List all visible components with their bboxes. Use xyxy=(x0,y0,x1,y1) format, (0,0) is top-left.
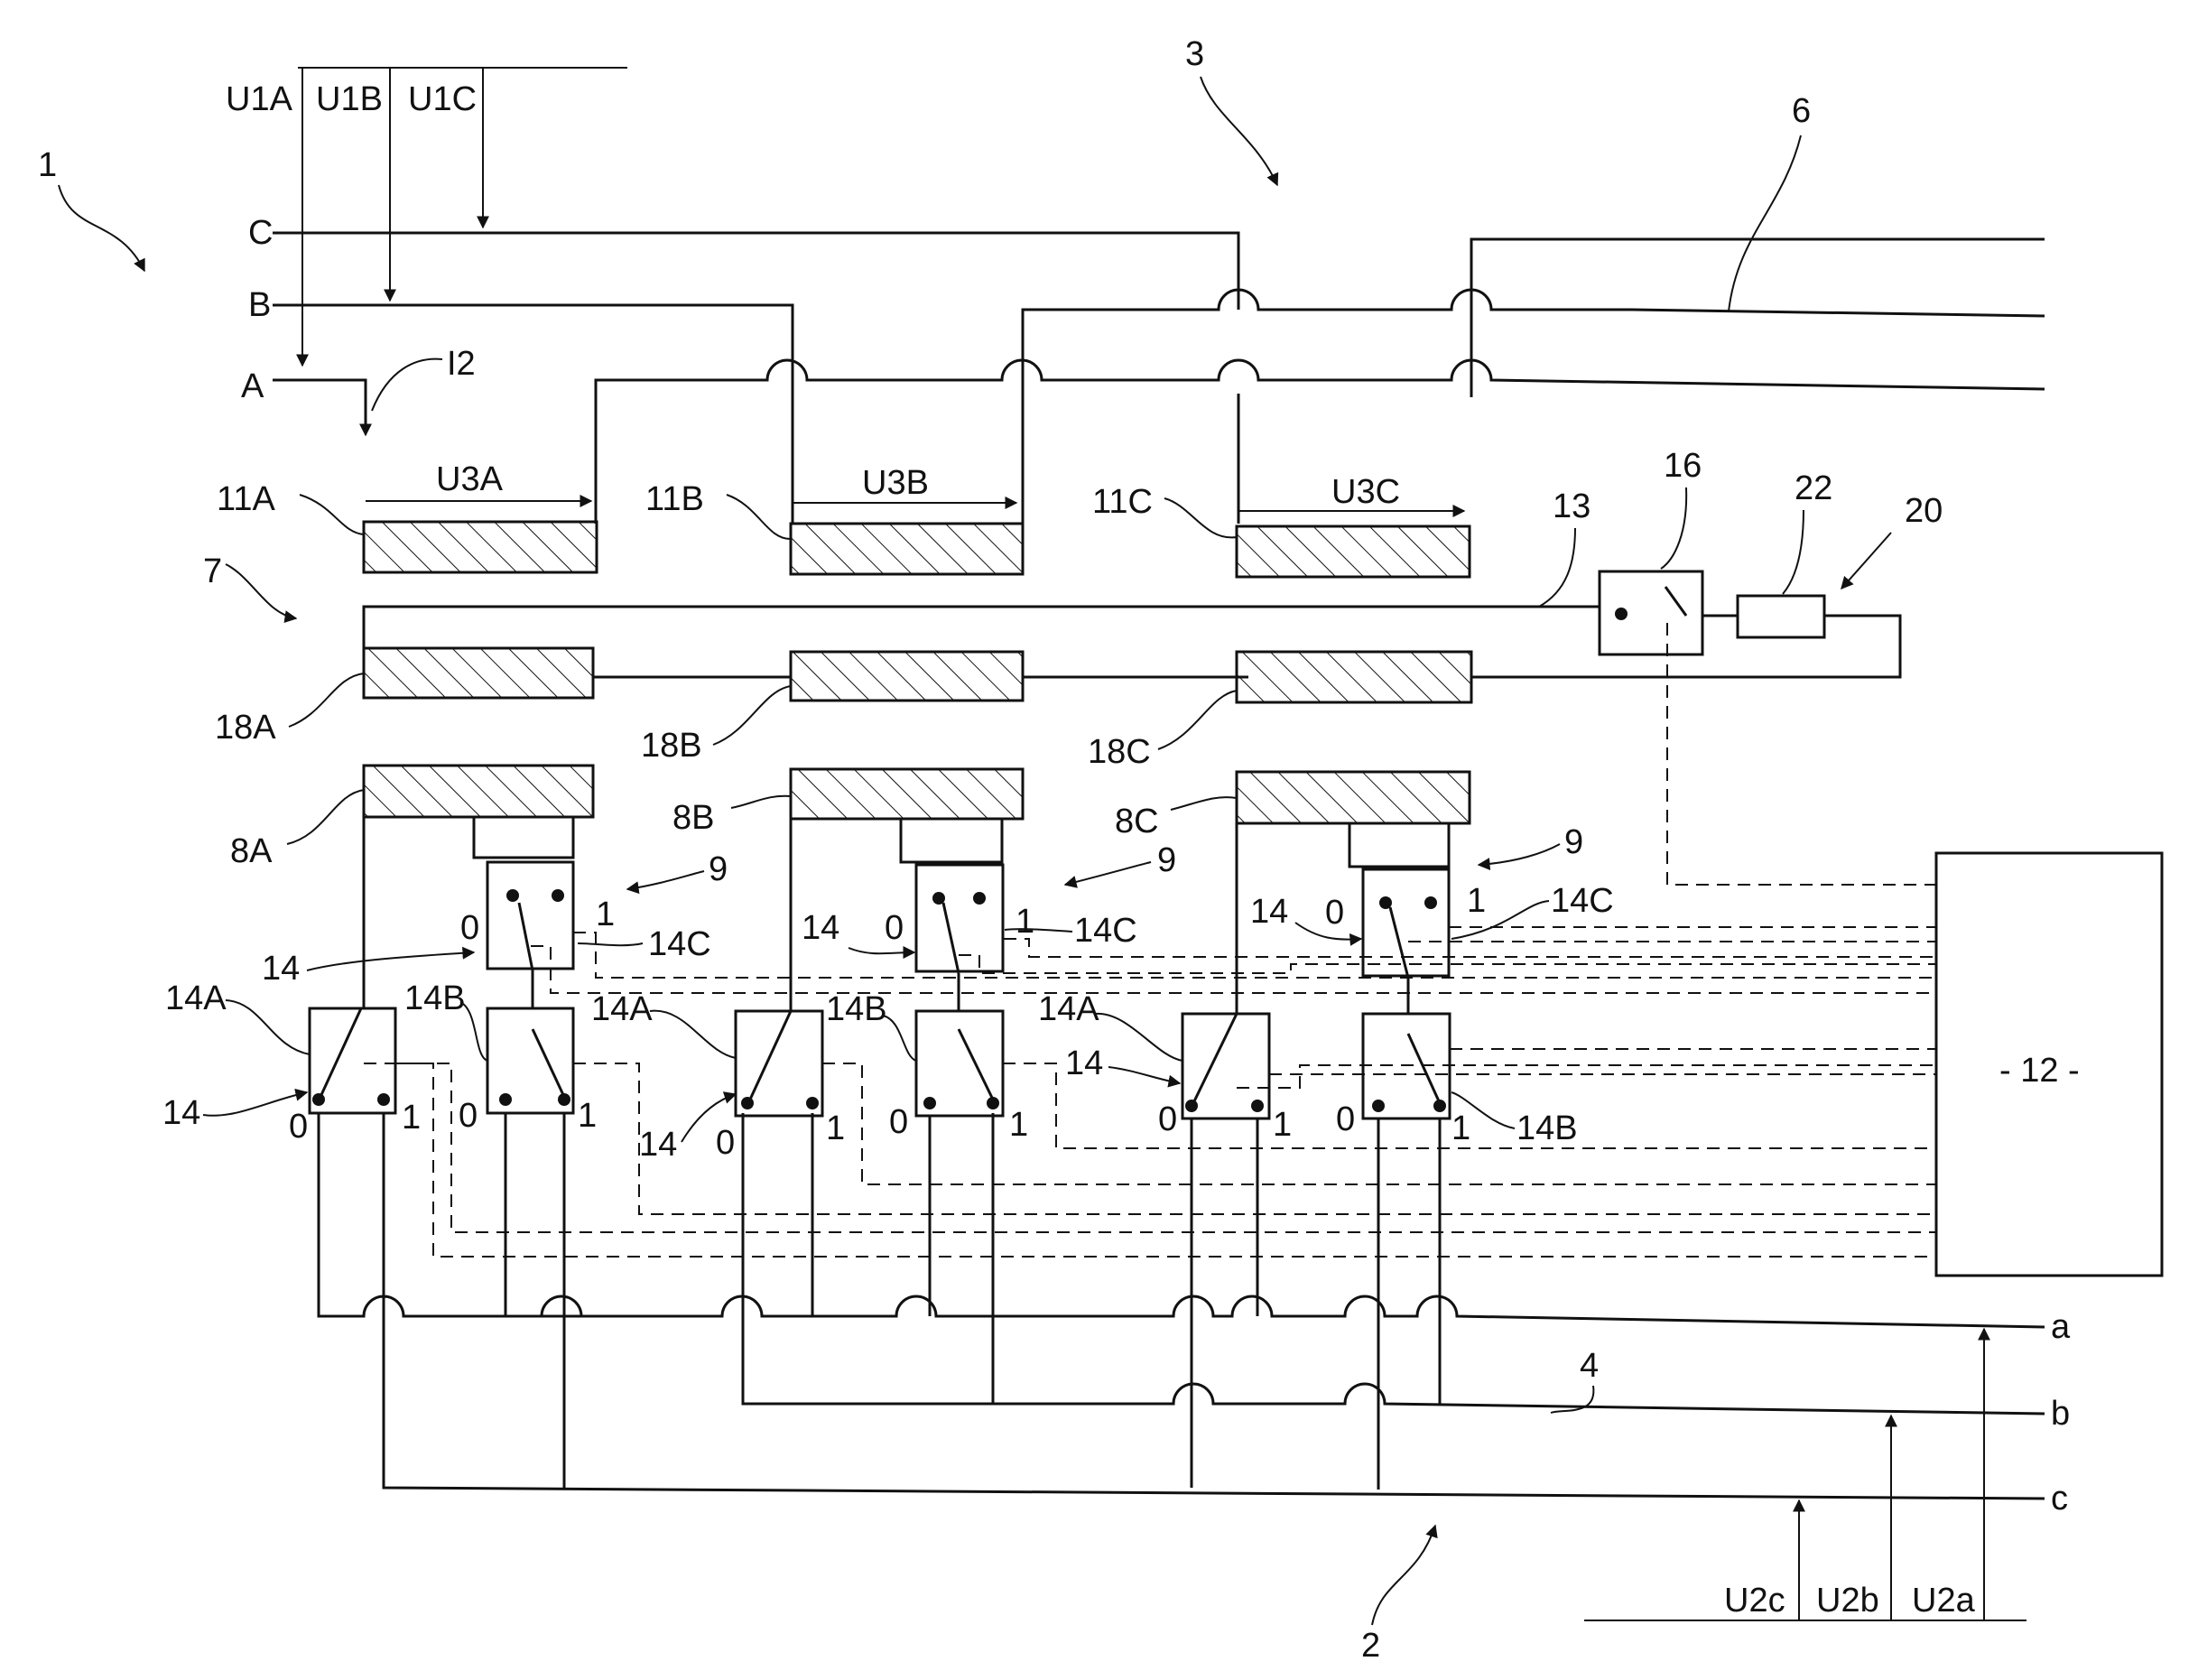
label-14-a2: 14 xyxy=(162,1094,200,1132)
label-1: 1 xyxy=(38,146,57,184)
label-0-b2: 0 xyxy=(716,1124,735,1162)
label-13: 13 xyxy=(1553,487,1591,525)
winding-8a xyxy=(364,766,593,817)
label-9-c: 9 xyxy=(1564,823,1583,861)
winding-label-8a: 8A xyxy=(230,832,273,870)
label-2: 2 xyxy=(1361,1627,1380,1665)
winding-11a xyxy=(364,501,597,572)
control-lines xyxy=(364,623,1936,1257)
label-9-a: 9 xyxy=(709,850,728,888)
label-0-a3: 0 xyxy=(459,1097,478,1135)
label-1-a2: 1 xyxy=(402,1099,421,1137)
voltage-label-u2c: U2c xyxy=(1724,1582,1785,1620)
label-14-c2: 14 xyxy=(1065,1044,1103,1082)
label-4: 4 xyxy=(1580,1347,1599,1385)
secondary-voltage-bus xyxy=(1584,1329,2026,1620)
label-1-c1: 1 xyxy=(1467,882,1486,920)
label-0-b1: 0 xyxy=(885,909,904,947)
label-0-b3: 0 xyxy=(889,1103,908,1141)
label-14c-a: 14C xyxy=(648,925,711,963)
element-22 xyxy=(1738,596,1824,637)
label-0-a2: 0 xyxy=(289,1108,308,1146)
core-label-18a: 18A xyxy=(215,709,276,747)
label-0-a1: 0 xyxy=(460,909,479,947)
label-14-a1: 14 xyxy=(262,950,300,988)
label-14a-c: 14A xyxy=(1038,990,1099,1028)
voltage-label-u1c: U1C xyxy=(408,80,477,118)
voltage-label-u2b: U2b xyxy=(1816,1582,1879,1620)
winding-label-8c: 8C xyxy=(1115,803,1159,840)
label-1-c3: 1 xyxy=(1451,1109,1470,1147)
label-14a-a: 14A xyxy=(165,979,227,1017)
winding-label-11a: 11A xyxy=(217,480,275,518)
label-1-b2: 1 xyxy=(826,1109,845,1147)
label-14c-c: 14C xyxy=(1551,882,1614,920)
voltage-label-u3c: U3C xyxy=(1331,473,1400,511)
winding-11c xyxy=(1237,511,1470,577)
label-1-b3: 1 xyxy=(1009,1106,1028,1144)
winding-11b xyxy=(791,503,1023,574)
core-label-18c: 18C xyxy=(1088,733,1151,771)
label-14b-c: 14B xyxy=(1516,1109,1578,1147)
label-14c-b: 14C xyxy=(1074,912,1137,950)
label-0-c3: 0 xyxy=(1336,1100,1355,1138)
phase-label-b-secondary: b xyxy=(2051,1395,2070,1433)
voltage-label-u3b: U3B xyxy=(862,464,929,502)
current-label: I2 xyxy=(447,345,476,383)
voltage-label-u2a: U2a xyxy=(1912,1582,1976,1620)
winding-8b xyxy=(791,769,1023,819)
label-14-b2: 14 xyxy=(639,1126,677,1164)
label-3: 3 xyxy=(1185,35,1204,73)
label-16: 16 xyxy=(1664,447,1702,485)
label-14b-a: 14B xyxy=(404,979,466,1017)
label-1-b1: 1 xyxy=(1016,903,1034,941)
core-label-18b: 18B xyxy=(641,727,702,765)
label-14b-b: 14B xyxy=(826,990,887,1028)
module-a-switches xyxy=(310,817,593,1113)
secondary-network-lines xyxy=(319,1113,2045,1499)
winding-label-8b: 8B xyxy=(672,799,714,837)
phase-label-a-secondary: a xyxy=(2051,1308,2071,1346)
label-1-a3: 1 xyxy=(578,1097,597,1135)
module-b-switches xyxy=(736,819,1003,1116)
label-7: 7 xyxy=(203,552,222,590)
primary-network-lines xyxy=(273,233,2045,524)
switch-16 xyxy=(1600,571,1702,654)
winding-label-11c: 11C xyxy=(1092,483,1153,521)
label-14-b1: 14 xyxy=(802,909,839,947)
voltage-label-u3a: U3A xyxy=(436,460,504,498)
winding-8c xyxy=(1237,772,1470,823)
phase-label-a: A xyxy=(241,367,264,405)
label-14a-b: 14A xyxy=(591,990,653,1028)
winding-label-11b: 11B xyxy=(645,480,704,518)
label-0-c1: 0 xyxy=(1325,894,1344,932)
voltage-label-u1b: U1B xyxy=(316,80,383,118)
phase-label-b: B xyxy=(248,286,271,324)
label-9-b: 9 xyxy=(1157,841,1176,879)
voltage-label-u1a: U1A xyxy=(226,80,293,118)
phase-label-c-secondary: c xyxy=(2051,1480,2068,1518)
label-14-c1: 14 xyxy=(1250,893,1288,931)
label-1-c2: 1 xyxy=(1273,1106,1292,1144)
label-6: 6 xyxy=(1792,92,1811,130)
label-0-c2: 0 xyxy=(1158,1100,1177,1138)
label-20: 20 xyxy=(1905,492,1943,530)
phase-label-c: C xyxy=(248,214,273,252)
controller-label: - 12 - xyxy=(1999,1052,2080,1090)
label-1-a1: 1 xyxy=(596,896,615,933)
label-22: 22 xyxy=(1795,469,1832,507)
